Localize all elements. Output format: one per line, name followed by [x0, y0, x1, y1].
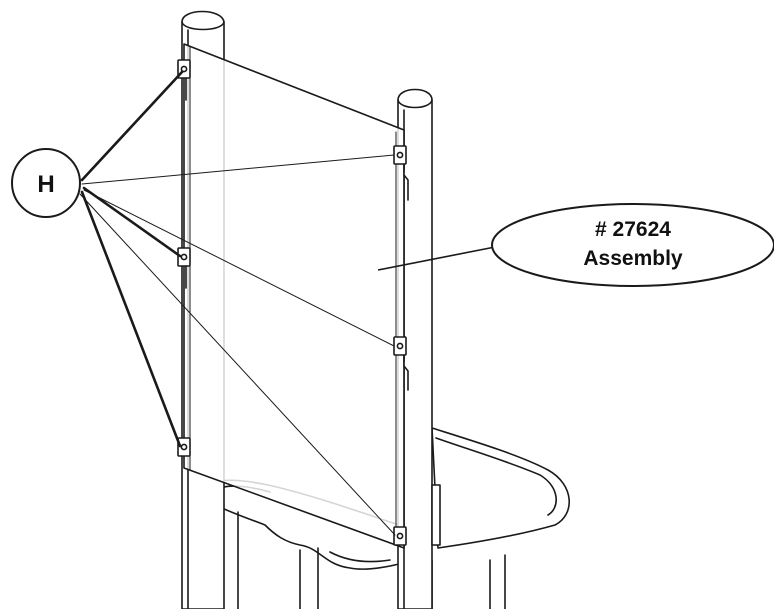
h-callout-label: H — [37, 171, 54, 198]
left-bracket-middle — [177, 247, 191, 289]
h-leader-lines — [79, 70, 396, 536]
right-bracket-bottom — [393, 526, 407, 546]
assembly-part-number: # 27624 — [595, 218, 671, 241]
h-callout: H — [11, 148, 81, 218]
left-bracket-bottom — [177, 437, 191, 457]
assembly-callout: # 27624 Assembly — [377, 203, 774, 287]
left-bracket-top — [177, 59, 191, 101]
right-bracket-top — [393, 145, 409, 201]
assembly-label: Assembly — [583, 247, 683, 270]
cart-base — [199, 427, 570, 609]
right-bracket-middle — [393, 336, 409, 391]
